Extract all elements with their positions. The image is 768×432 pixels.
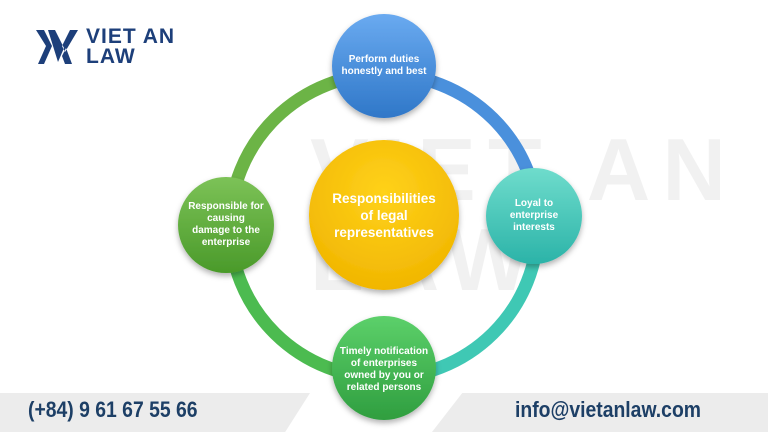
node-bottom — [332, 316, 436, 420]
node-left-label: Responsible for causing damage to the en… — [188, 201, 264, 248]
footer-email: info@vietanlaw.com — [515, 397, 701, 422]
node-right — [486, 168, 582, 264]
logo-line1: VIET AN — [86, 25, 176, 48]
node-top — [332, 14, 436, 118]
node-top-label: Perform duties honestly and best — [341, 54, 427, 77]
center-label: Responsibilities of legal representative… — [332, 190, 436, 240]
footer-band-left — [0, 393, 310, 432]
footer-phone: (+84) 9 61 67 55 66 — [28, 397, 198, 422]
footer-band-right — [432, 393, 768, 432]
node-bottom-label: Timely notification of enterprises owned… — [339, 346, 429, 393]
logo: VIET AN LAW — [36, 26, 175, 68]
logo-mark-icon — [36, 30, 78, 64]
logo-line2: LAW — [86, 45, 136, 68]
node-center — [309, 140, 459, 290]
node-left — [178, 177, 274, 273]
node-right-label: Loyal to enterprise interests — [509, 198, 559, 233]
